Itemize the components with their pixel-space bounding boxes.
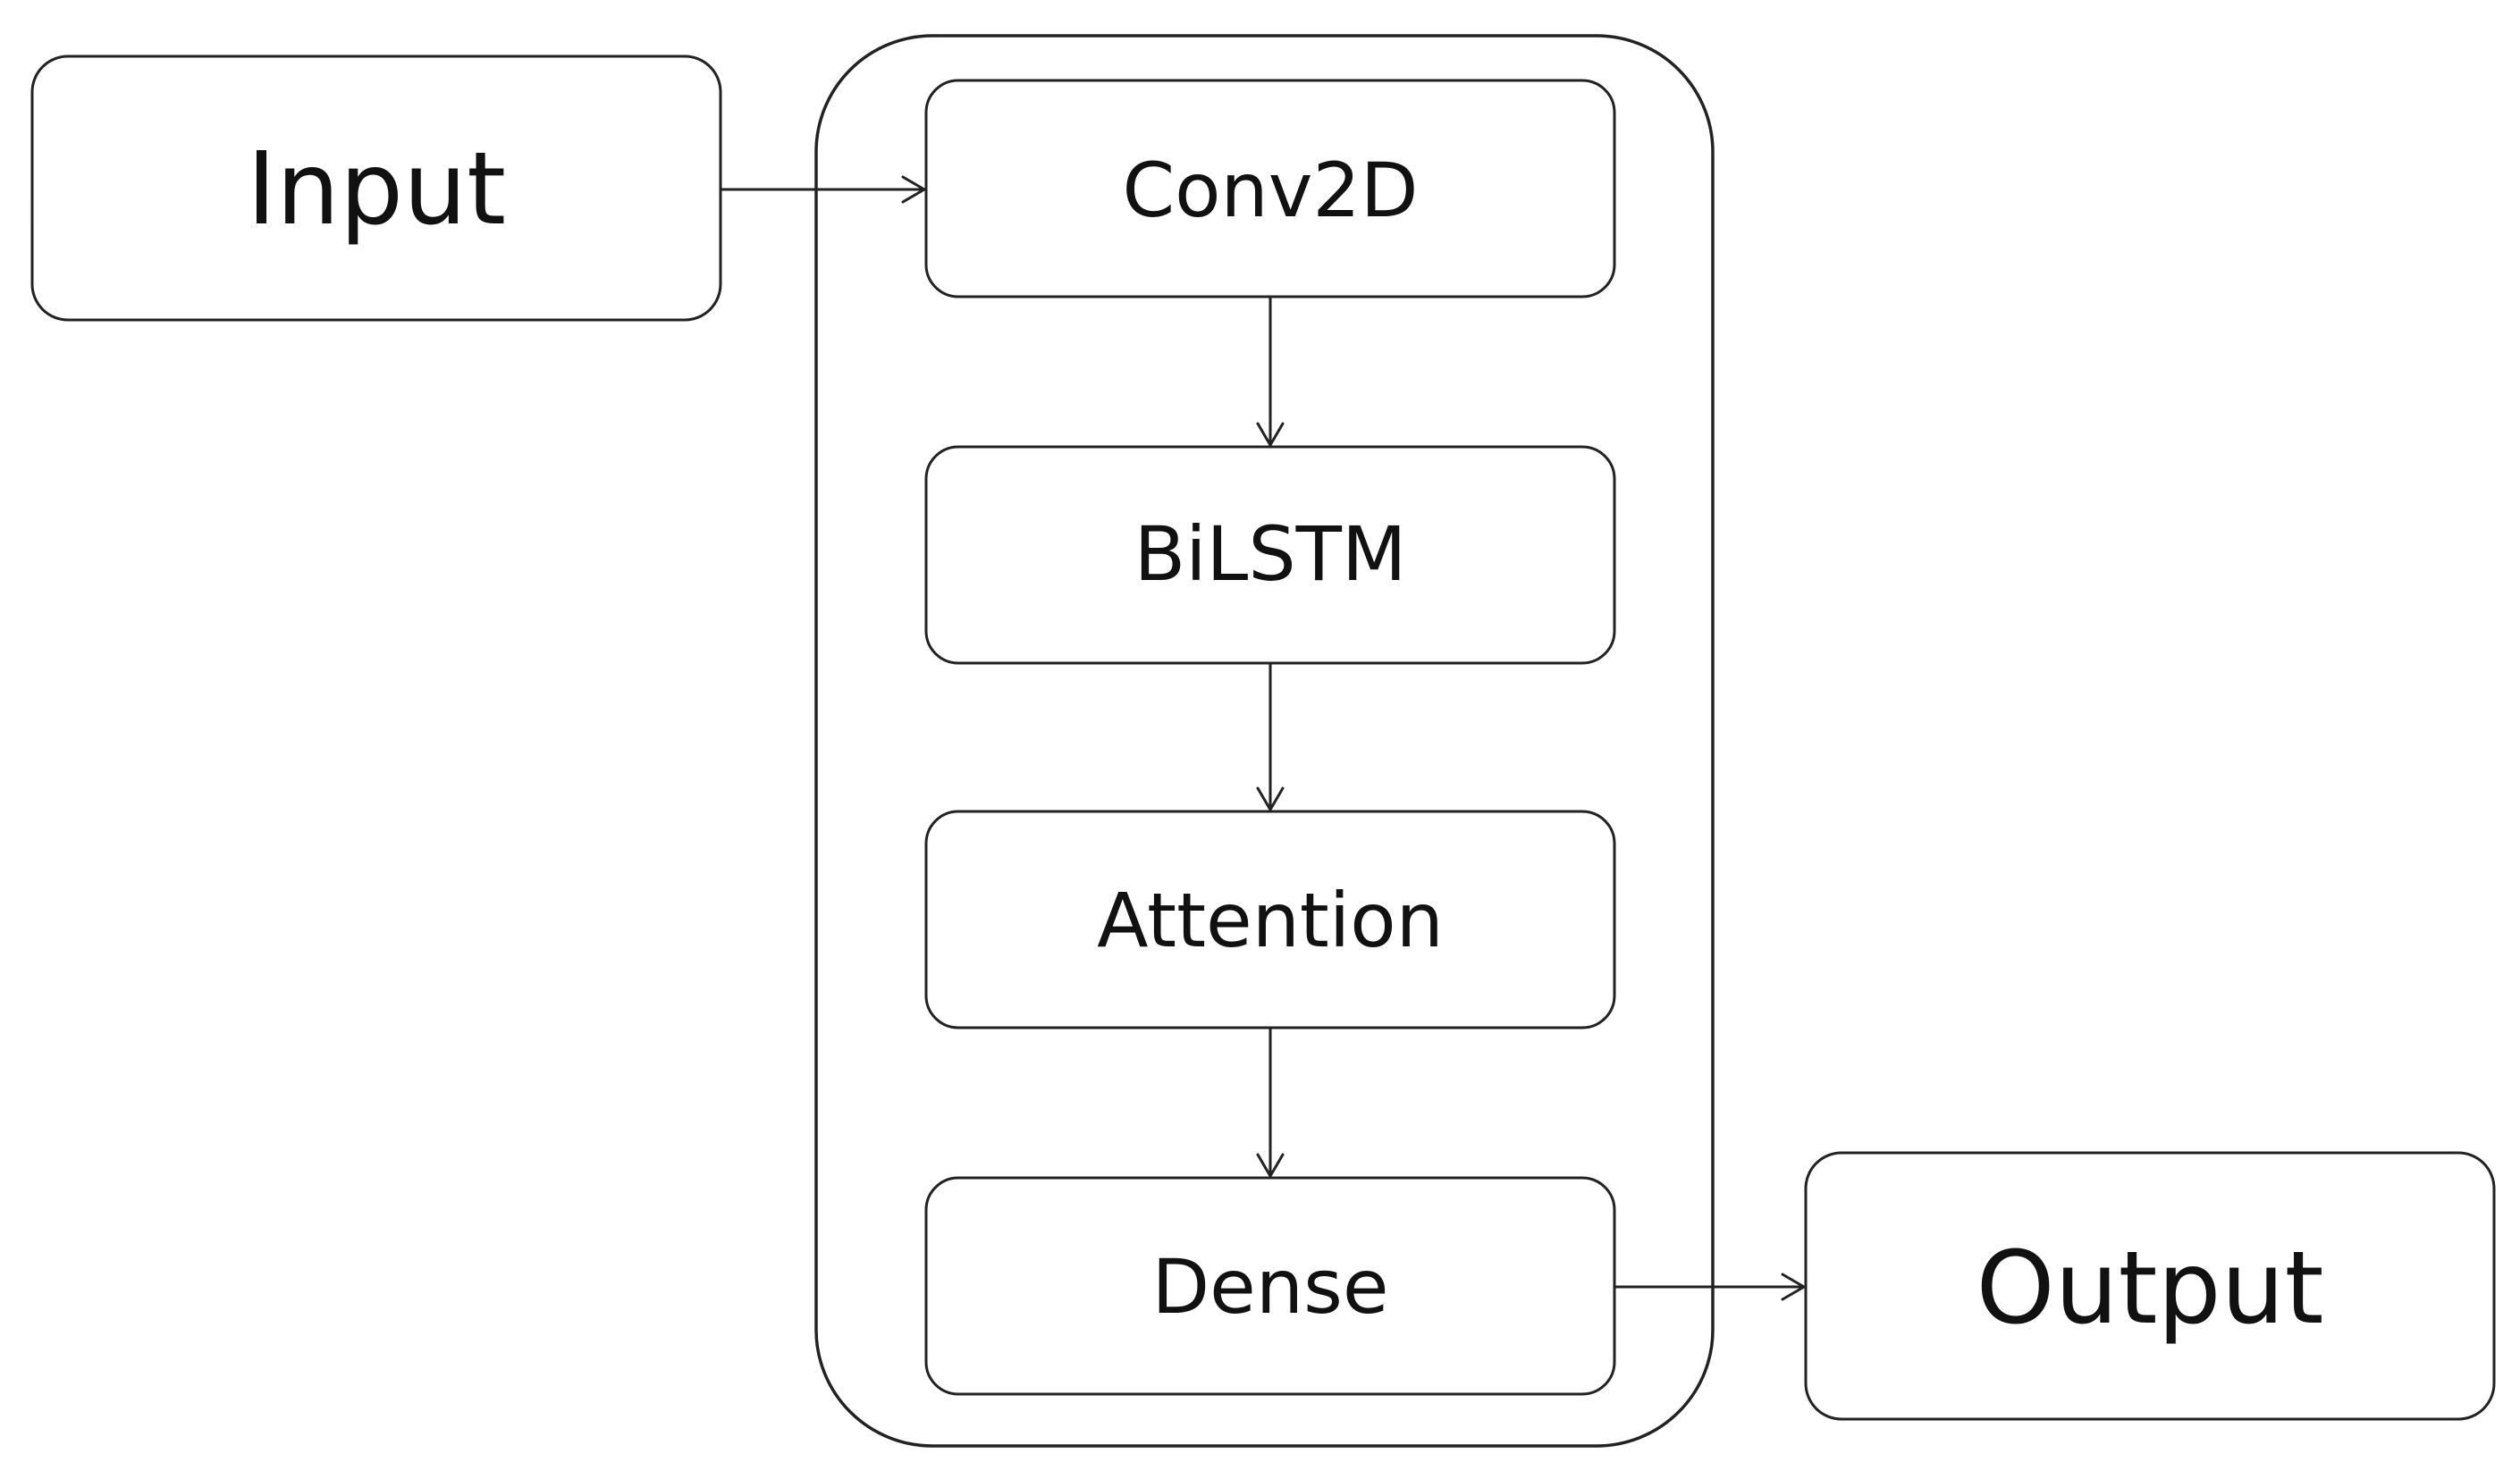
node-dense: Dense: [924, 1176, 1616, 1396]
node-conv2d: Conv2D: [924, 79, 1616, 298]
node-input-label: Input: [247, 131, 506, 248]
node-output-label: Output: [1976, 1231, 2323, 1347]
node-output-box: [1804, 1151, 2496, 1421]
edge-bilstm-attention-arrowhead: [1256, 786, 1285, 811]
node-attention-label: Attention: [1097, 877, 1444, 964]
edge-conv2d-bilstm: [1256, 297, 1285, 447]
node-conv2d-label: Conv2D: [1122, 147, 1418, 234]
node-attention: Attention: [924, 810, 1616, 1029]
edge-input-conv2d-arrowhead: [901, 175, 926, 204]
node-bilstm-label: BiLSTM: [1134, 510, 1407, 598]
edge-input-conv2d: [721, 175, 926, 204]
edge-attention-dense-arrowhead: [1256, 1153, 1285, 1178]
node-bilstm: BiLSTM: [924, 445, 1616, 665]
edge-bilstm-attention: [1256, 663, 1285, 811]
edge-dense-output-arrowhead: [1781, 1273, 1806, 1301]
edge-attention-dense: [1256, 1028, 1285, 1178]
edge-conv2d-bilstm-arrowhead: [1256, 422, 1285, 447]
node-input: Input: [30, 55, 722, 322]
node-output: Output: [1804, 1151, 2496, 1421]
edge-dense-output: [1614, 1273, 1806, 1301]
node-dense-label: Dense: [1151, 1243, 1388, 1331]
model-container: [814, 34, 1715, 1448]
